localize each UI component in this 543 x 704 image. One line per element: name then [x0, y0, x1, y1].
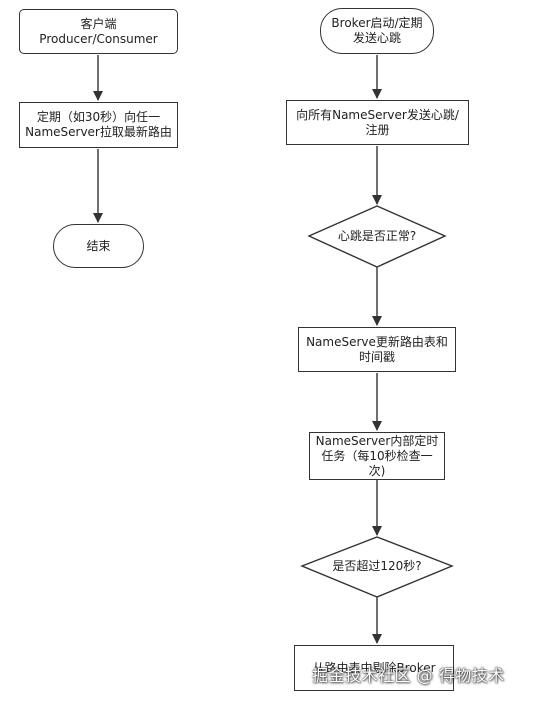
remove-broker-node: 从路由表中剔除Broker	[294, 645, 454, 691]
timeout-diamond	[300, 536, 454, 598]
heartbeat-ok-label: 心跳是否正常?	[337, 228, 417, 243]
timeout-label: 是否超过120秒?	[332, 558, 422, 573]
watermark: 掘金技术社区 @ 得物技术	[312, 666, 505, 685]
fetch-routes-node: 定期（如30秒）向任一 NameServer拉取最新路由	[19, 102, 178, 148]
update-table-node: NameServe更新路由表和 时间戳	[298, 327, 456, 372]
heartbeat-ok-diamond	[307, 205, 447, 268]
broker-start-node: Broker启动/定期 发送心跳	[320, 8, 434, 54]
timer-task-node: NameServer内部定时 任务（每10秒检查一 次)	[309, 432, 445, 480]
send-heartbeat-node: 向所有NameServer发送心跳/ 注册	[286, 100, 469, 145]
end-node: 结束	[53, 224, 144, 268]
client-node: 客户端 Producer/Consumer	[19, 9, 178, 54]
